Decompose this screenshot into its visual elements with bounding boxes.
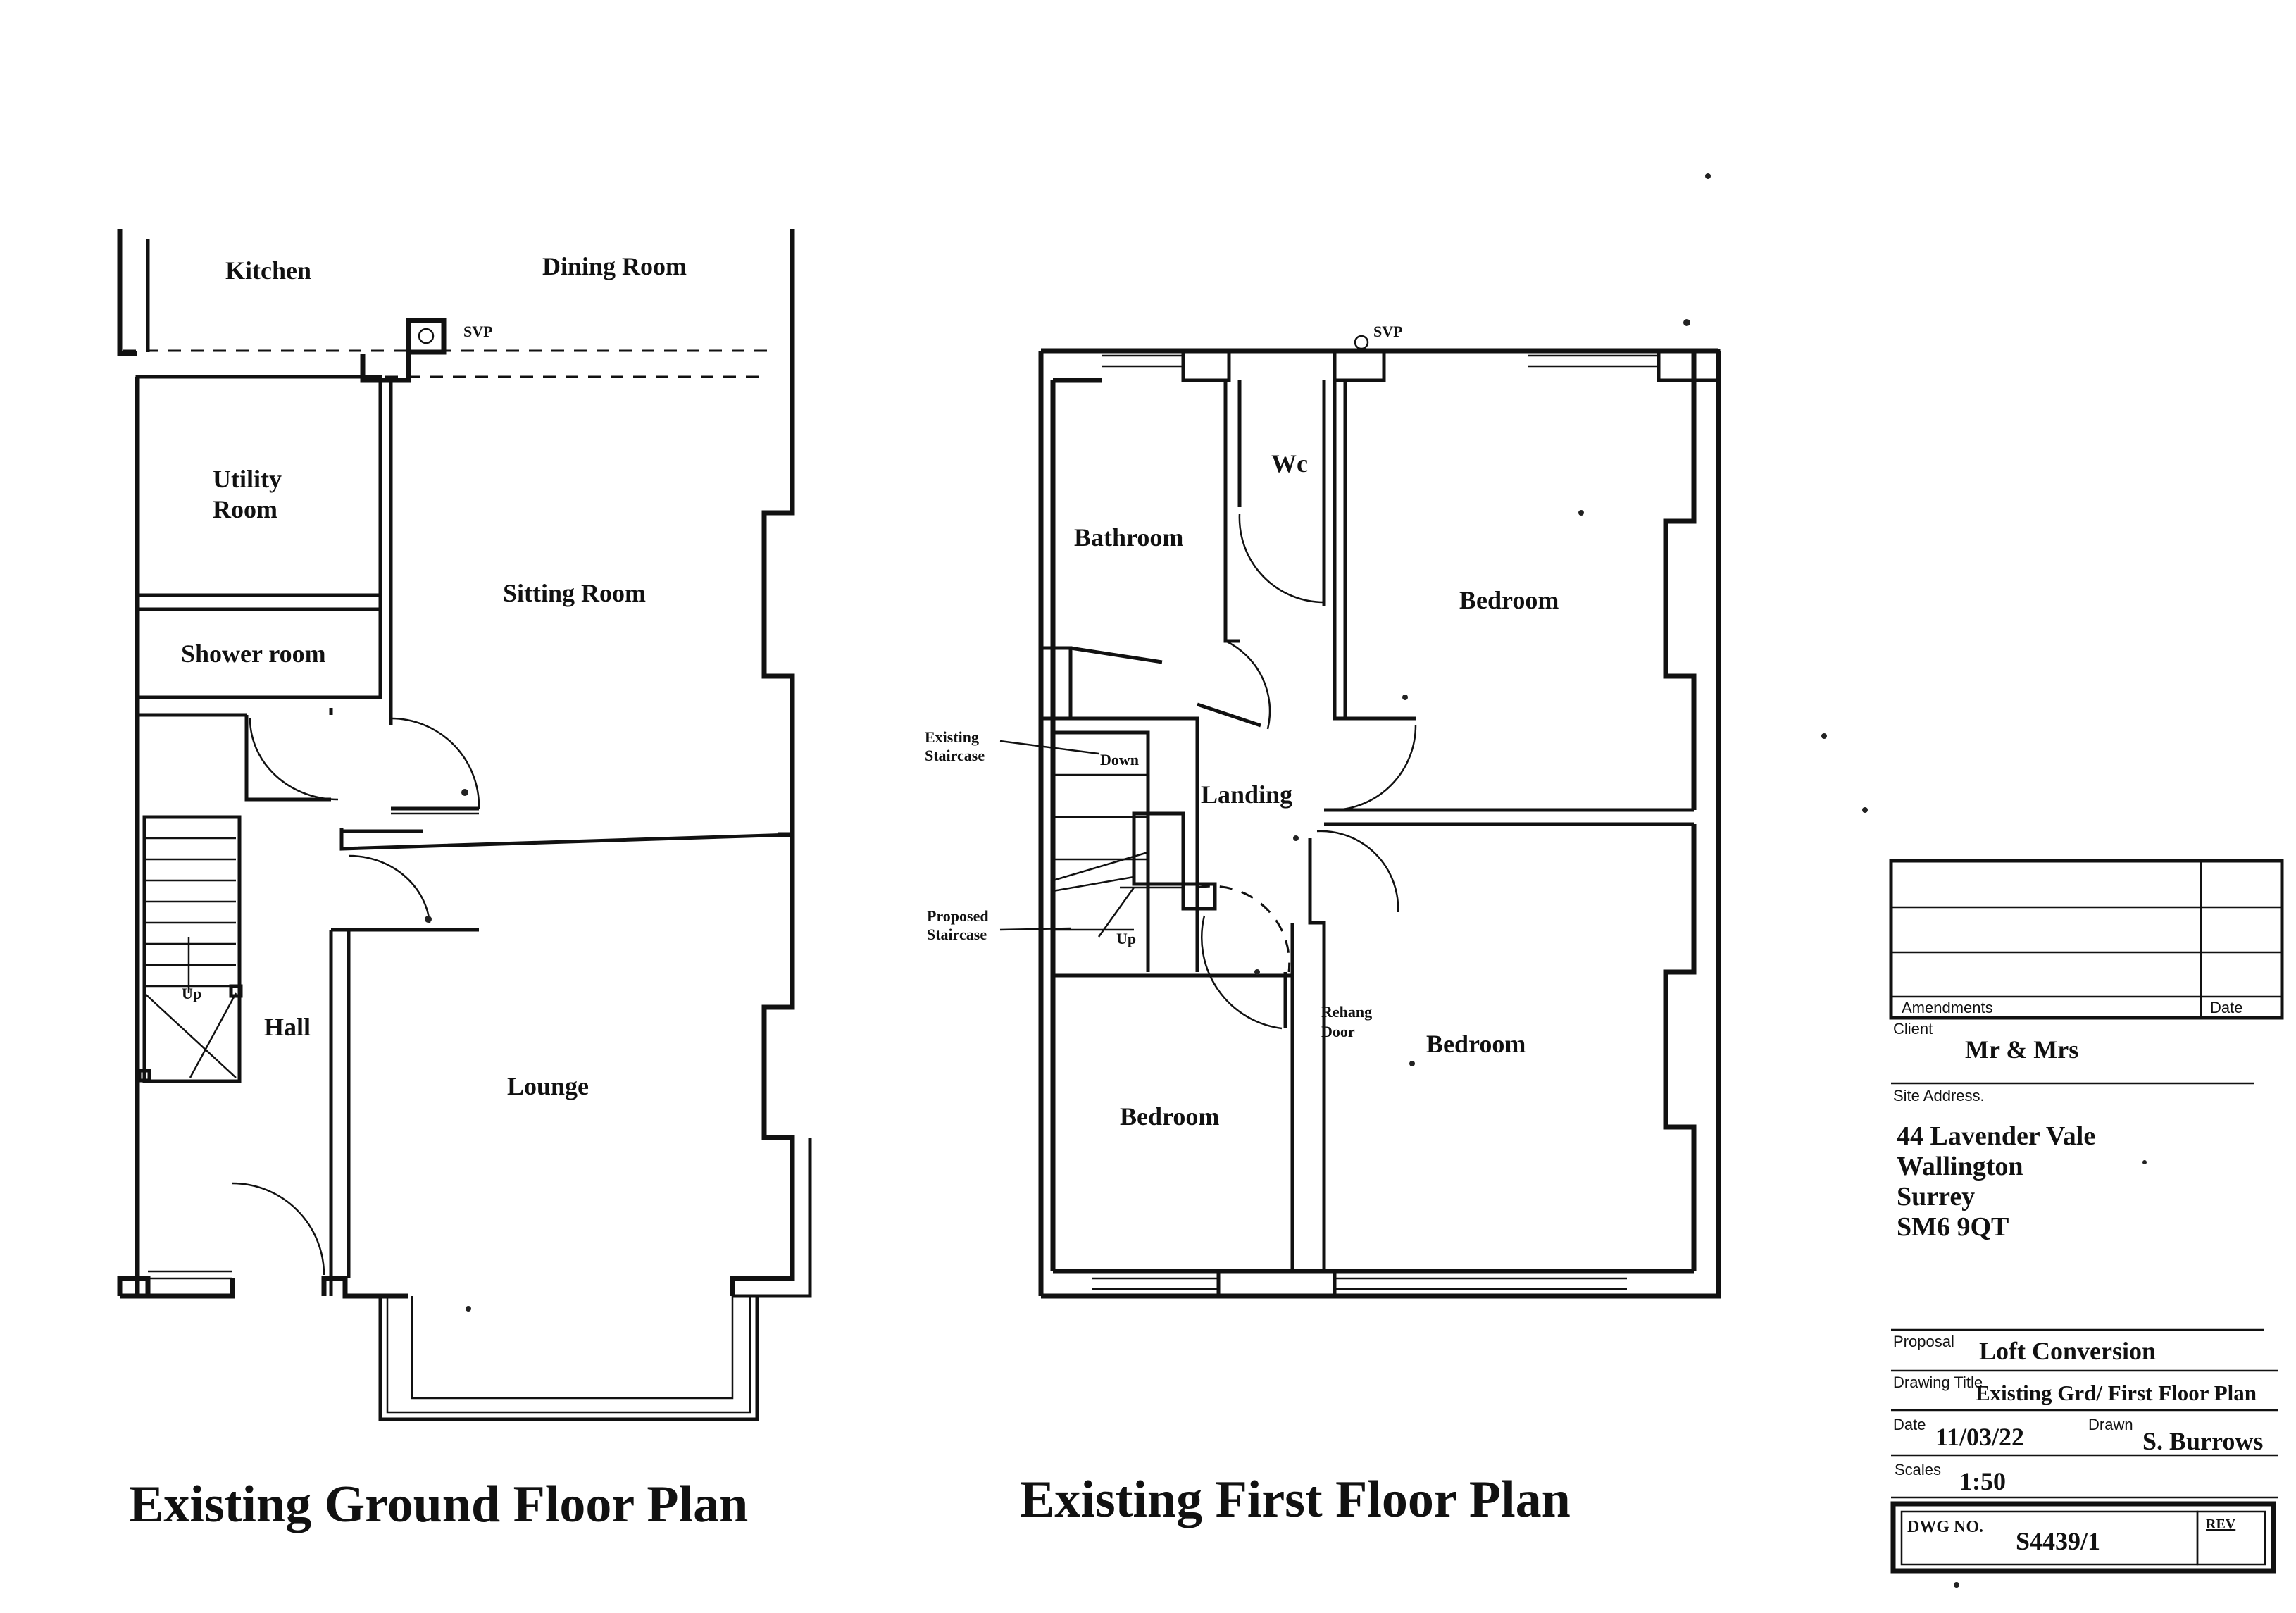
scan-noise (466, 173, 2147, 1588)
proposal-label: Proposal (1893, 1333, 1954, 1350)
sitting-room-label: Sitting Room (503, 579, 646, 607)
bathroom-label: Bathroom (1074, 523, 1183, 552)
dwg-no-value: S4439/1 (2016, 1527, 2100, 1555)
bedroom-front-right-label: Bedroom (1426, 1030, 1526, 1058)
existing-staircase-note-line2: Staircase (925, 747, 985, 764)
shower-room-label: Shower room (181, 640, 326, 668)
utility-room-label-line1: Utility (213, 465, 282, 493)
existing-staircase-note-line1: Existing (925, 728, 979, 746)
first-stair-up-label: Up (1116, 930, 1136, 947)
rehang-door-note-line2: Door (1321, 1023, 1355, 1040)
first-stair-down-label: Down (1100, 751, 1139, 768)
ground-svp-label: SVP (463, 323, 493, 340)
site-address-label: Site Address. (1893, 1087, 1985, 1104)
kitchen-label: Kitchen (225, 256, 311, 285)
proposed-staircase-note-line1: Proposed (927, 907, 989, 925)
scales-label: Scales (1895, 1461, 1941, 1478)
dwg-no-label: DWG NO. (1907, 1518, 1983, 1536)
first-svp-label: SVP (1373, 323, 1403, 340)
client-label: Client (1893, 1020, 1933, 1038)
rehang-door-note-line1: Rehang (1321, 1003, 1372, 1021)
bedroom-rear-label: Bedroom (1459, 586, 1559, 614)
hall-label: Hall (264, 1013, 311, 1041)
address-line-4: SM6 9QT (1897, 1212, 2009, 1242)
title-block: Amendments Date Client Mr & Mrs Site Add… (1889, 859, 2284, 1574)
first-floor-plan: SVP Wc Bathroom Bedroom Landing Down Up … (925, 323, 1721, 1528)
dining-room-label: Dining Room (542, 252, 687, 280)
landing-label: Landing (1201, 780, 1292, 809)
utility-room-label-line2: Room (213, 495, 277, 523)
client-value: Mr & Mrs (1965, 1035, 2078, 1064)
ground-floor-title: Existing Ground Floor Plan (129, 1476, 748, 1533)
bedroom-front-left-label: Bedroom (1120, 1102, 1219, 1131)
first-floor-staircase (1041, 716, 1217, 972)
proposed-staircase-note-line2: Staircase (927, 926, 987, 943)
address-line-1: 44 Lavender Vale (1897, 1121, 2095, 1151)
rev-label: REV (2206, 1517, 2236, 1532)
ground-floor-plan: Kitchen Dining Room SVP Utility Room Sit… (117, 229, 812, 1533)
lounge-label: Lounge (507, 1072, 589, 1100)
ground-staircase (137, 815, 243, 1083)
drawing-title-value: Existing Grd/ First Floor Plan (1976, 1381, 2257, 1405)
drawn-label: Drawn (2088, 1416, 2133, 1433)
proposal-value: Loft Conversion (1979, 1337, 2156, 1365)
address-line-3: Surrey (1897, 1182, 1975, 1212)
date-label: Date (1893, 1416, 1926, 1433)
scale-value: 1:50 (1959, 1467, 2006, 1495)
first-floor-title: Existing First Floor Plan (1020, 1471, 1571, 1528)
drawn-value: S. Burrows (2142, 1427, 2263, 1455)
amendments-date-header: Date (2210, 999, 2242, 1016)
date-value: 11/03/22 (1935, 1423, 2024, 1451)
ground-stair-up-label: Up (182, 985, 201, 1002)
address-line-2: Wallington (1897, 1152, 2023, 1181)
wc-label: Wc (1271, 449, 1308, 478)
drawing-title-label: Drawing Title (1893, 1374, 1983, 1391)
amendments-header: Amendments (1902, 999, 1993, 1016)
